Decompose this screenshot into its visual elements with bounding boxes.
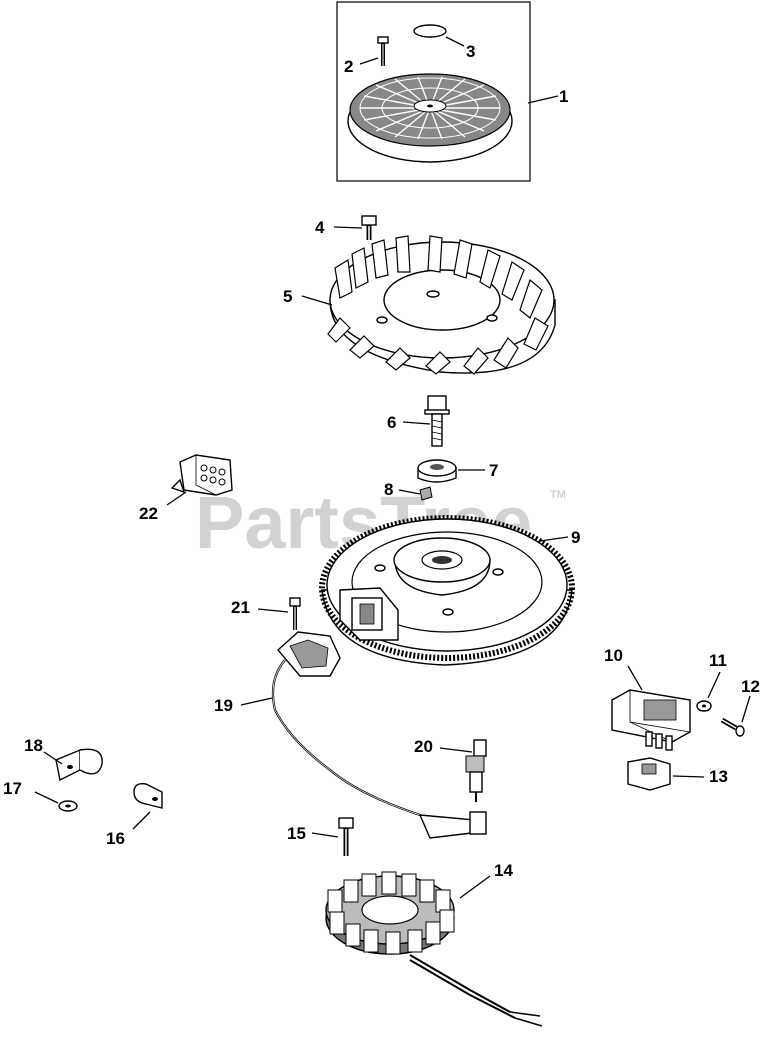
part-18-clamp[interactable] (55, 748, 103, 782)
callout-17[interactable]: 17 (3, 779, 22, 798)
callout-11[interactable]: 11 (709, 651, 727, 670)
part-17-washer[interactable] (58, 800, 78, 812)
callout-21[interactable]: 21 (231, 598, 250, 617)
callout-18[interactable]: 18 (24, 736, 43, 755)
callout-3[interactable]: 3 (466, 42, 475, 61)
part-4-screw[interactable] (361, 215, 377, 240)
callout-2[interactable]: 2 (344, 57, 353, 76)
part-12-screw[interactable] (720, 717, 745, 737)
part-13-connector[interactable] (627, 757, 671, 791)
part-21-screw[interactable] (289, 597, 301, 630)
callout-22[interactable]: 22 (139, 504, 158, 523)
callout-1[interactable]: 1 (559, 87, 568, 106)
part-1-grass-screen[interactable] (336, 1, 531, 182)
part-11-washer[interactable] (696, 700, 712, 712)
part-22-connector[interactable] (170, 454, 233, 496)
callout-14[interactable]: 14 (494, 861, 513, 880)
callout-4[interactable]: 4 (315, 218, 325, 237)
callout-5[interactable]: 5 (283, 287, 292, 306)
callout-6[interactable]: 6 (387, 413, 396, 432)
part-7-washer[interactable] (417, 459, 457, 483)
leader-lines (34, 36, 751, 899)
part-8-key[interactable] (419, 486, 433, 501)
callout-9[interactable]: 9 (571, 528, 580, 547)
callout-16[interactable]: 16 (106, 829, 125, 848)
part-3-decal[interactable] (413, 24, 447, 38)
callout-13[interactable]: 13 (709, 767, 728, 786)
part-14-stator[interactable] (325, 871, 543, 1027)
callout-8[interactable]: 8 (384, 480, 393, 499)
callout-20[interactable]: 20 (414, 737, 433, 756)
part-6-bolt[interactable] (424, 395, 450, 447)
part-19-ignition-module[interactable] (271, 631, 487, 839)
part-2-screw[interactable] (377, 36, 389, 66)
callout-15[interactable]: 15 (287, 824, 306, 843)
part-10-rectifier[interactable] (611, 689, 691, 751)
callout-19[interactable]: 19 (214, 696, 233, 715)
callout-12[interactable]: 12 (741, 677, 760, 696)
watermark-tm: TM (550, 489, 566, 501)
part-20-spark-plug[interactable] (465, 739, 487, 802)
callouts: 1 2 3 4 5 6 7 8 9 10 11 12 13 14 15 16 1… (3, 42, 760, 880)
part-5-fan[interactable] (327, 235, 556, 375)
part-9-flywheel[interactable] (319, 515, 575, 666)
part-15-screw[interactable] (338, 817, 354, 856)
callout-7[interactable]: 7 (489, 461, 498, 480)
callout-10[interactable]: 10 (604, 646, 623, 665)
part-16-clamp[interactable] (133, 782, 163, 809)
